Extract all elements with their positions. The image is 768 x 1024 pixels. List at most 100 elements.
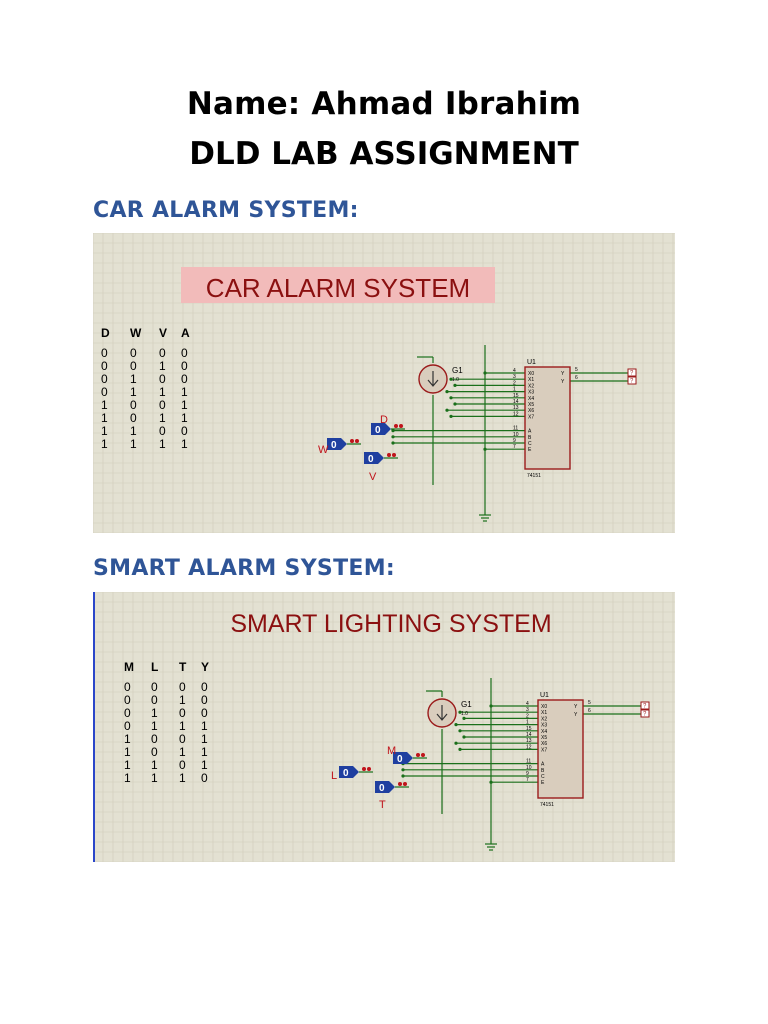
pin-number: 14 xyxy=(526,732,532,738)
truth-table-header: T xyxy=(179,660,187,674)
pin-number: 9 xyxy=(526,771,529,777)
chip-pin-label: X4 xyxy=(541,729,547,735)
truth-table-cell: 0 xyxy=(179,732,186,746)
truth-table-cell: 1 xyxy=(101,398,108,412)
truth-table-cell: 0 xyxy=(179,680,186,694)
truth-table-cell: 1 xyxy=(151,758,158,772)
mux-chip xyxy=(537,699,584,799)
junction-dot xyxy=(449,414,453,418)
truth-table-cell: 1 xyxy=(101,437,108,451)
junction-dot xyxy=(458,747,462,751)
truth-table-cell: 1 xyxy=(151,771,158,785)
state-dot xyxy=(398,782,402,786)
chip-pin-label: B xyxy=(541,768,545,774)
chip-pin-label: C xyxy=(541,774,545,780)
chip-pin-label: X5 xyxy=(528,402,534,408)
chip-pin-label: X7 xyxy=(541,747,547,753)
logic-input-value: 0 xyxy=(375,425,381,436)
pin-number: 2 xyxy=(526,713,529,719)
junction-dot xyxy=(401,768,405,772)
pin-number: 6 xyxy=(588,708,591,714)
mux-chip xyxy=(524,366,571,470)
chip-pin-label: X7 xyxy=(528,414,534,420)
output-probe xyxy=(640,709,650,718)
truth-table-cell: 1 xyxy=(124,758,131,772)
truth-table-header: D xyxy=(101,326,110,340)
output-probe-value: ? xyxy=(630,371,634,377)
chip-pin-label: X2 xyxy=(541,716,547,722)
truth-table-cell: 1 xyxy=(181,385,188,399)
state-dot xyxy=(392,453,396,457)
output-probe xyxy=(627,368,637,377)
state-dot xyxy=(350,439,354,443)
pin-number: 11 xyxy=(513,426,518,432)
truth-table-header: V xyxy=(159,326,167,340)
truth-table-cell: 1 xyxy=(201,745,208,759)
truth-table-cell: 0 xyxy=(159,346,166,360)
junction-dot xyxy=(462,716,466,720)
truth-table-cell: 1 xyxy=(130,437,137,451)
banner-highlight xyxy=(181,267,495,303)
truth-table-cell: 0 xyxy=(151,745,158,759)
banner-title: CAR ALARM SYSTEM xyxy=(206,273,470,303)
document-title: DLD LAB ASSIGNMENT xyxy=(189,136,579,172)
truth-table-cell: 1 xyxy=(124,732,131,746)
truth-table-cell: 1 xyxy=(179,771,186,785)
truth-table-cell: 1 xyxy=(101,424,108,438)
chip-pin-label: A xyxy=(528,429,532,435)
chip-pin-label: X1 xyxy=(528,377,534,383)
truth-table-cell: 1 xyxy=(201,719,208,733)
logic-input-label: M xyxy=(387,745,396,757)
truth-table-header: A xyxy=(181,326,190,340)
chip-part: 74151 xyxy=(527,473,541,479)
chip-part: 74151 xyxy=(540,802,554,808)
logic-input xyxy=(371,423,391,435)
junction-dot xyxy=(453,402,457,406)
truth-table-cell: 0 xyxy=(101,372,108,386)
state-dot xyxy=(403,782,407,786)
logic-input-label: L xyxy=(331,770,337,782)
pin-number: 15 xyxy=(526,726,532,732)
section-heading-car-alarm: CAR ALARM SYSTEM: xyxy=(93,198,359,223)
truth-table-cell: 0 xyxy=(181,424,188,438)
pin-number: 14 xyxy=(513,399,519,405)
output-probe xyxy=(627,376,637,385)
truth-table-header: W xyxy=(130,326,142,340)
junction-dot xyxy=(445,408,449,412)
pin-number: 10 xyxy=(513,432,519,438)
chip-pin-label: E xyxy=(541,780,545,786)
generator-label: G1 xyxy=(452,366,463,375)
pin-number: 7 xyxy=(513,444,516,450)
pin-number: 3 xyxy=(513,374,516,380)
truth-table-cell: 1 xyxy=(130,385,137,399)
truth-table-cell: 1 xyxy=(101,411,108,425)
logic-input-value: 0 xyxy=(379,783,385,794)
truth-table-cell: 0 xyxy=(201,680,208,694)
logic-input-value: 0 xyxy=(331,440,337,451)
chip-ref: U1 xyxy=(540,692,549,699)
truth-table-cell: 1 xyxy=(179,719,186,733)
junction-dot xyxy=(449,396,453,400)
logic-input xyxy=(393,752,413,764)
junction-dot xyxy=(454,723,458,727)
truth-table-header: L xyxy=(151,660,158,674)
truth-table-header: Y xyxy=(201,660,209,674)
truth-table-cell: 1 xyxy=(179,693,186,707)
wires xyxy=(359,678,641,851)
pin-number: 5 xyxy=(575,367,578,373)
junction-dot xyxy=(453,383,457,387)
junction-dot xyxy=(458,710,462,714)
chip-pin-label: Y xyxy=(561,379,565,385)
pin-number: 1 xyxy=(513,387,516,393)
truth-table-cell: 0 xyxy=(151,680,158,694)
chip-pin-label: X6 xyxy=(541,741,547,747)
logic-input xyxy=(327,438,347,450)
state-dot xyxy=(367,767,371,771)
state-dot xyxy=(399,424,403,428)
truth-table-cell: 0 xyxy=(159,424,166,438)
truth-table-cell: 1 xyxy=(159,359,166,373)
chip-pin-label: Y xyxy=(574,704,578,710)
junction-dot xyxy=(483,447,487,451)
